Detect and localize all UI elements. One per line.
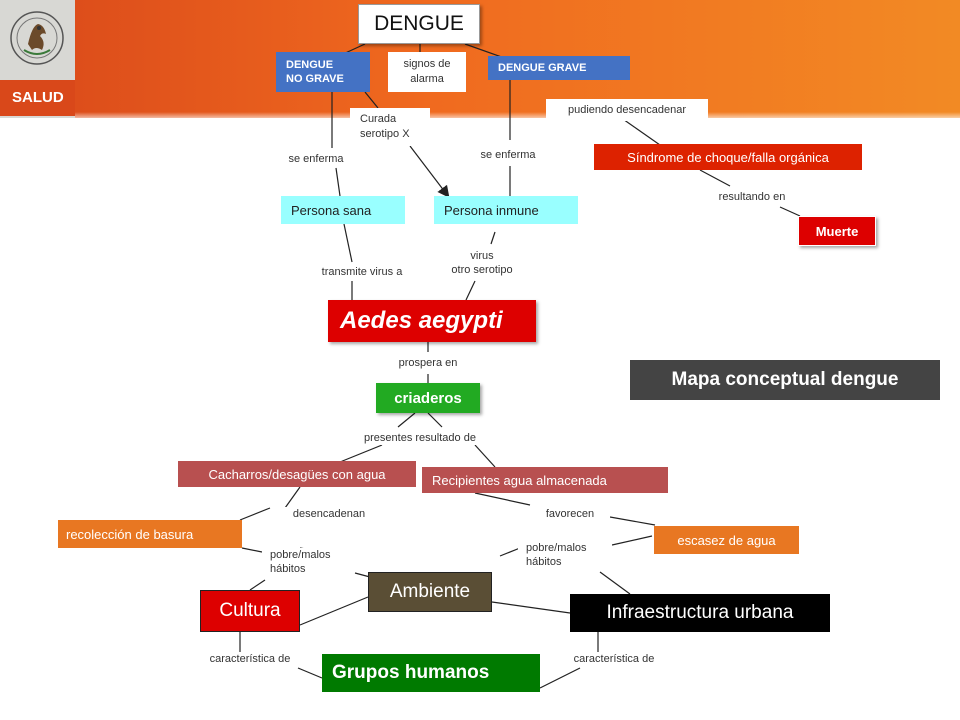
link-pobre-right-1: pobre/malos xyxy=(526,542,587,554)
header-banner xyxy=(0,0,960,118)
link-presentes: presentes resultado de xyxy=(340,431,500,445)
criaderos-node: criaderos xyxy=(376,383,480,413)
link-pobre-left-1: pobre/malos xyxy=(270,549,331,561)
link-pobre-right-2: hábitos xyxy=(526,556,562,568)
link-caracteristica-left: característica de xyxy=(192,652,308,666)
cacharros-node: Cacharros/desagües con agua xyxy=(178,461,416,487)
curada-label-1: Curada xyxy=(360,113,397,125)
recipientes-node: Recipientes agua almacenada xyxy=(422,467,668,493)
signos-label-1: signos de xyxy=(403,58,451,70)
grupos-humanos-label: Grupos humanos xyxy=(332,662,490,683)
infraestructura-node: Infraestructura urbana xyxy=(570,594,830,632)
dengue-node: DENGUE xyxy=(358,4,480,44)
pudiendo-node: pudiendo desencadenar xyxy=(546,99,708,121)
signos-label-2: alarma xyxy=(410,73,444,85)
logo-panel: SALUD xyxy=(0,0,75,118)
link-se-enferma-right: se enferma xyxy=(468,148,548,162)
link-prospera: prospera en xyxy=(382,356,474,370)
link-pobre-right: pobre/malos hábitos xyxy=(518,541,612,569)
link-virus-2: otro serotipo xyxy=(451,264,513,276)
grupos-humanos-node: Grupos humanos xyxy=(322,654,540,692)
link-favorecen: favorecen xyxy=(530,507,610,521)
muerte-label: Muerte xyxy=(815,223,859,239)
mexico-seal-icon xyxy=(10,11,64,65)
dengue-grave-node: DENGUE GRAVE xyxy=(488,56,630,80)
persona-sana-node: Persona sana xyxy=(281,196,405,224)
escasez-node: escasez de agua xyxy=(654,526,799,554)
cultura-node: Cultura xyxy=(200,590,300,632)
link-caracteristica-right: característica de xyxy=(556,652,672,666)
curada-node: Curada serotipo X xyxy=(350,108,430,146)
sindrome-label: Síndrome de choque/falla orgánica xyxy=(627,149,829,165)
pudiendo-label: pudiendo desencadenar xyxy=(567,104,687,116)
link-se-enferma-left: se enferma xyxy=(276,152,356,166)
sindrome-node: Síndrome de choque/falla orgánica xyxy=(594,144,862,170)
dengue-no-grave-node: DENGUE NO GRAVE xyxy=(276,52,370,92)
mapa-title-node: Mapa conceptual dengue xyxy=(630,360,940,400)
link-pobre-left: pobre/malos hábitos xyxy=(262,548,354,576)
ambiente-node: Ambiente xyxy=(368,572,492,612)
escasez-label: escasez de agua xyxy=(677,532,776,548)
persona-inmune-label: Persona inmune xyxy=(444,202,539,218)
link-pobre-left-2: hábitos xyxy=(270,563,306,575)
recipientes-label: Recipientes agua almacenada xyxy=(432,472,607,488)
infraestructura-label: Infraestructura urbana xyxy=(606,602,794,623)
link-virus: virus otro serotipo xyxy=(432,249,532,277)
dengue-label: DENGUE xyxy=(374,12,464,35)
signos-alarma-node: signos de alarma xyxy=(388,52,466,92)
cultura-label: Cultura xyxy=(219,600,281,621)
link-virus-1: virus xyxy=(470,250,494,262)
link-desencadenan: desencadenan xyxy=(274,507,384,521)
cacharros-label: Cacharros/desagües con agua xyxy=(208,466,386,482)
link-transmite: transmite virus a xyxy=(302,265,422,279)
criaderos-label: criaderos xyxy=(394,389,462,407)
ambiente-label: Ambiente xyxy=(389,581,471,602)
persona-inmune-node: Persona inmune xyxy=(434,196,578,224)
persona-sana-label: Persona sana xyxy=(291,202,372,218)
link-resultando-en: resultando en xyxy=(700,190,804,204)
mapa-title-label: Mapa conceptual dengue xyxy=(671,369,899,390)
aedes-node: Aedes aegypti xyxy=(328,300,536,342)
muerte-node: Muerte xyxy=(798,216,876,246)
salud-logo-text: SALUD xyxy=(0,80,75,116)
curada-label-2: serotipo X xyxy=(360,128,410,140)
recoleccion-label: recolección de basura xyxy=(66,526,194,542)
dengue-grave-label: DENGUE GRAVE xyxy=(498,62,587,74)
recoleccion-node: recolección de basura xyxy=(58,520,242,548)
aedes-label: Aedes aegypti xyxy=(340,307,503,334)
dengue-no-grave-label-1: DENGUE xyxy=(286,59,334,71)
dengue-no-grave-label-2: NO GRAVE xyxy=(286,73,344,85)
